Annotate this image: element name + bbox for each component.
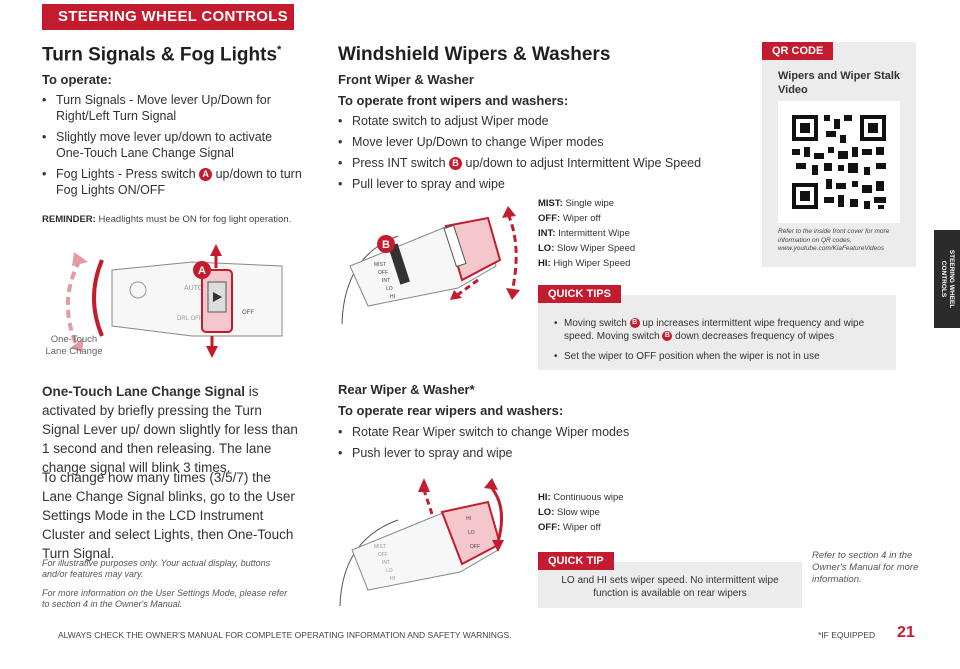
quick-tips-box: Moving switch B up increases intermitten… <box>538 295 896 370</box>
list-item: Rotate Rear Wiper switch to change Wiper… <box>338 424 758 440</box>
rear-operate-heading: To operate rear wipers and washers: <box>338 403 564 418</box>
svg-text:LO: LO <box>468 530 475 536</box>
front-wiper-heading: Front Wiper & Washer <box>338 72 474 87</box>
list-item: Set the wiper to OFF position when the w… <box>554 350 884 363</box>
rear-wiper-bullets: Rotate Rear Wiper switch to change Wiper… <box>338 424 758 466</box>
quick-tip-text: LO and HI sets wiper speed. No intermitt… <box>561 575 779 599</box>
footer-if-equipped: *IF EQUIPPED <box>818 630 876 640</box>
svg-text:OFF: OFF <box>242 310 254 316</box>
qr-box: Wipers and Wiper Stalk Video Refer to th… <box>762 42 916 267</box>
svg-text:B: B <box>382 239 390 251</box>
legend-row: MIST: Single wipe <box>538 198 615 209</box>
one-touch-label: One-Touch Lane Change <box>45 334 103 357</box>
svg-text:OFF: OFF <box>378 270 388 276</box>
user-settings-disclaimer: For more information on the User Setting… <box>42 588 288 609</box>
front-wiper-lever-svg: MIST OFF INT LO HI B <box>341 206 520 325</box>
qr-code-tag: QR CODE <box>762 42 834 60</box>
page-number: 21 <box>897 624 915 641</box>
svg-text:LO: LO <box>386 568 393 574</box>
illustrative-disclaimer: For illustrative purposes only. Your act… <box>42 558 271 579</box>
rear-wiper-heading: Rear Wiper & Washer* <box>338 382 475 397</box>
list-item: Moving switch B up increases intermitten… <box>554 317 884 343</box>
front-wiper-bullets: Rotate switch to adjust Wiper mode Move … <box>338 113 758 197</box>
list-item: Slightly move lever up/down to activate … <box>42 129 302 161</box>
legend-row: OFF: Wiper off <box>538 522 601 533</box>
turn-signals-bullets: Turn Signals - Move lever Up/Down for Ri… <box>42 92 302 203</box>
list-item: Push lever to spray and wipe <box>338 445 758 461</box>
rear-wiper-lever-svg: MIST OFF INT LO HI HI LO OFF <box>339 478 504 607</box>
list-item: Rotate switch to adjust Wiper mode <box>338 113 758 129</box>
front-wiper-legend: MIST: Single wipe OFF: Wiper off INT: In… <box>538 196 635 271</box>
qr-title: Wipers and Wiper Stalk Video <box>778 70 901 96</box>
badge-b: B <box>662 331 673 342</box>
svg-text:DRL OFF: DRL OFF <box>177 316 203 322</box>
reminder: REMINDER: Headlights must be ON for fog … <box>42 214 292 225</box>
svg-text:HI: HI <box>390 576 395 582</box>
wipers-title: Windshield Wipers & Washers <box>338 44 611 65</box>
turn-signals-title: Turn Signals & Fog Lights* <box>42 44 282 66</box>
quick-tips-tag: QUICK TIPS <box>538 285 621 303</box>
turn-signals-operate-heading: To operate: <box>42 72 112 87</box>
refer-owners-manual: Refer to section 4 in the Owner's Manual… <box>812 550 919 585</box>
one-touch-paragraph: One-Touch Lane Change Signal is activate… <box>42 384 298 475</box>
badge-b: B <box>629 318 640 329</box>
legend-row: HI: Continuous wipe <box>538 492 624 503</box>
legend-row: HI: High Wiper Speed <box>538 258 631 269</box>
list-item: Press INT switch B up/down to adjust Int… <box>338 155 758 171</box>
svg-text:MIST: MIST <box>374 262 386 268</box>
legend-row: LO: Slow wipe <box>538 507 600 518</box>
svg-text:OFF: OFF <box>470 544 480 550</box>
rear-wiper-illustration: MIST OFF INT LO HI HI LO OFF <box>338 470 528 608</box>
quick-tip-tag: QUICK TIP <box>538 552 614 570</box>
legend-row: INT: Intermittent Wipe <box>538 228 630 239</box>
front-wiper-illustration: MIST OFF INT LO HI B <box>338 196 528 328</box>
qr-note: Refer to the inside front cover for more… <box>778 228 890 252</box>
qr-code-icon <box>792 115 886 209</box>
qr-code-image[interactable] <box>778 101 900 223</box>
svg-text:INT: INT <box>382 278 390 284</box>
list-item: Move lever Up/Down to change Wiper modes <box>338 134 758 150</box>
footer-warning: ALWAYS CHECK THE OWNER'S MANUAL FOR COMP… <box>58 630 512 640</box>
badge-a: A <box>199 168 213 182</box>
change-blinks-paragraph: To change how many times (3/5/7) the Lan… <box>42 470 295 561</box>
turn-signal-illustration: AUTO DRL OFF OFF A One-Touch Lane Change <box>42 240 302 360</box>
svg-text:MIST: MIST <box>374 544 386 550</box>
list-item: Turn Signals - Move lever Up/Down for Ri… <box>42 92 302 124</box>
turn-signal-lever-svg: AUTO DRL OFF OFF A <box>66 244 283 358</box>
svg-text:HI: HI <box>390 294 395 300</box>
svg-text:INT: INT <box>382 560 390 566</box>
svg-text:HI: HI <box>466 516 471 522</box>
legend-row: LO: Slow Wiper Speed <box>538 243 636 254</box>
section-header: STEERING WHEEL CONTROLS <box>42 4 294 30</box>
rear-wiper-legend: HI: Continuous wipe LO: Slow wipe OFF: W… <box>538 490 624 535</box>
list-item: Fog Lights - Press switch A up/down to t… <box>42 166 302 198</box>
svg-text:LO: LO <box>386 286 393 292</box>
list-item: Pull lever to spray and wipe <box>338 176 758 192</box>
svg-text:AUTO: AUTO <box>184 285 204 292</box>
svg-text:OFF: OFF <box>378 552 388 558</box>
legend-row: OFF: Wiper off <box>538 213 601 224</box>
front-operate-heading: To operate front wipers and washers: <box>338 93 569 108</box>
badge-b: B <box>449 157 463 171</box>
svg-text:A: A <box>198 265 206 277</box>
